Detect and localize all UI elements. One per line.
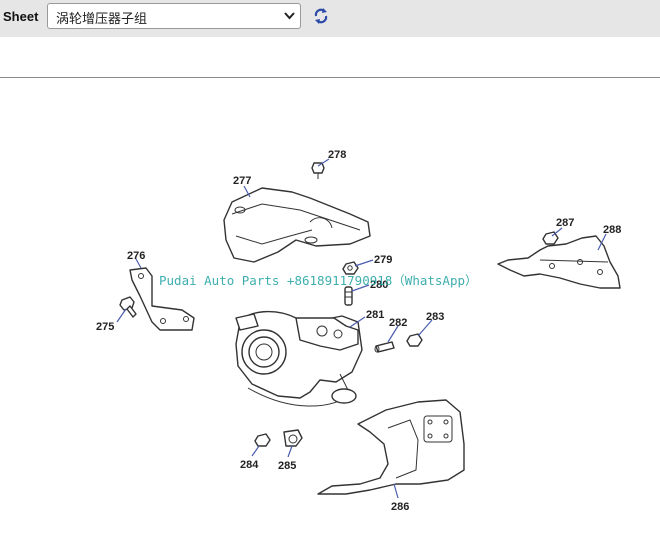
- plug-283[interactable]: [406, 333, 423, 347]
- part-label-277: 277: [233, 175, 251, 187]
- heat-shield-277[interactable]: [223, 187, 371, 263]
- bolt-287[interactable]: [542, 231, 559, 245]
- part-label-287: 287: [556, 217, 574, 229]
- part-label-279: 279: [374, 254, 392, 266]
- part-label-278: 278: [328, 149, 346, 161]
- pin-282[interactable]: [374, 341, 395, 353]
- turbocharger-281[interactable]: [235, 310, 363, 407]
- part-label-282: 282: [389, 317, 407, 329]
- part-label-275: 275: [96, 321, 114, 333]
- nut-279[interactable]: [342, 261, 359, 275]
- sheet-select[interactable]: 涡轮增压器子组: [47, 3, 301, 29]
- refresh-icon[interactable]: [313, 7, 329, 25]
- bracket-288[interactable]: [497, 235, 621, 289]
- parts-diagram: 278 277 276 275 279 280 281 282 283 284 …: [96, 149, 621, 513]
- watermark: Pudai Auto Parts +8618911790918（WhatsApp…: [159, 273, 478, 288]
- part-label-288: 288: [603, 224, 621, 236]
- fitting-284[interactable]: [254, 433, 271, 447]
- part-label-286: 286: [391, 501, 409, 513]
- part-label-285: 285: [278, 460, 296, 472]
- header-divider: [0, 77, 660, 78]
- sheet-select-value: 涡轮增压器子组: [56, 12, 148, 27]
- toolbar: Sheet 涡轮增压器子组: [0, 0, 660, 37]
- part-label-283: 283: [426, 311, 444, 323]
- clamp-285[interactable]: [283, 429, 303, 447]
- sheet-label: Sheet: [3, 9, 39, 24]
- chevron-down-icon: [284, 12, 295, 20]
- leader-lines: [116, 158, 607, 499]
- part-label-276: 276: [127, 250, 145, 262]
- part-label-281: 281: [366, 309, 384, 321]
- bracket-276[interactable]: [129, 267, 195, 331]
- bolt-275[interactable]: [119, 296, 137, 318]
- stud-280[interactable]: [344, 286, 353, 306]
- part-label-284: 284: [240, 459, 259, 471]
- lower-shield-286[interactable]: [317, 399, 465, 495]
- part-labels: 278 277 276 275 279 280 281 282 283 284 …: [96, 149, 621, 513]
- part-label-280: 280: [370, 279, 388, 291]
